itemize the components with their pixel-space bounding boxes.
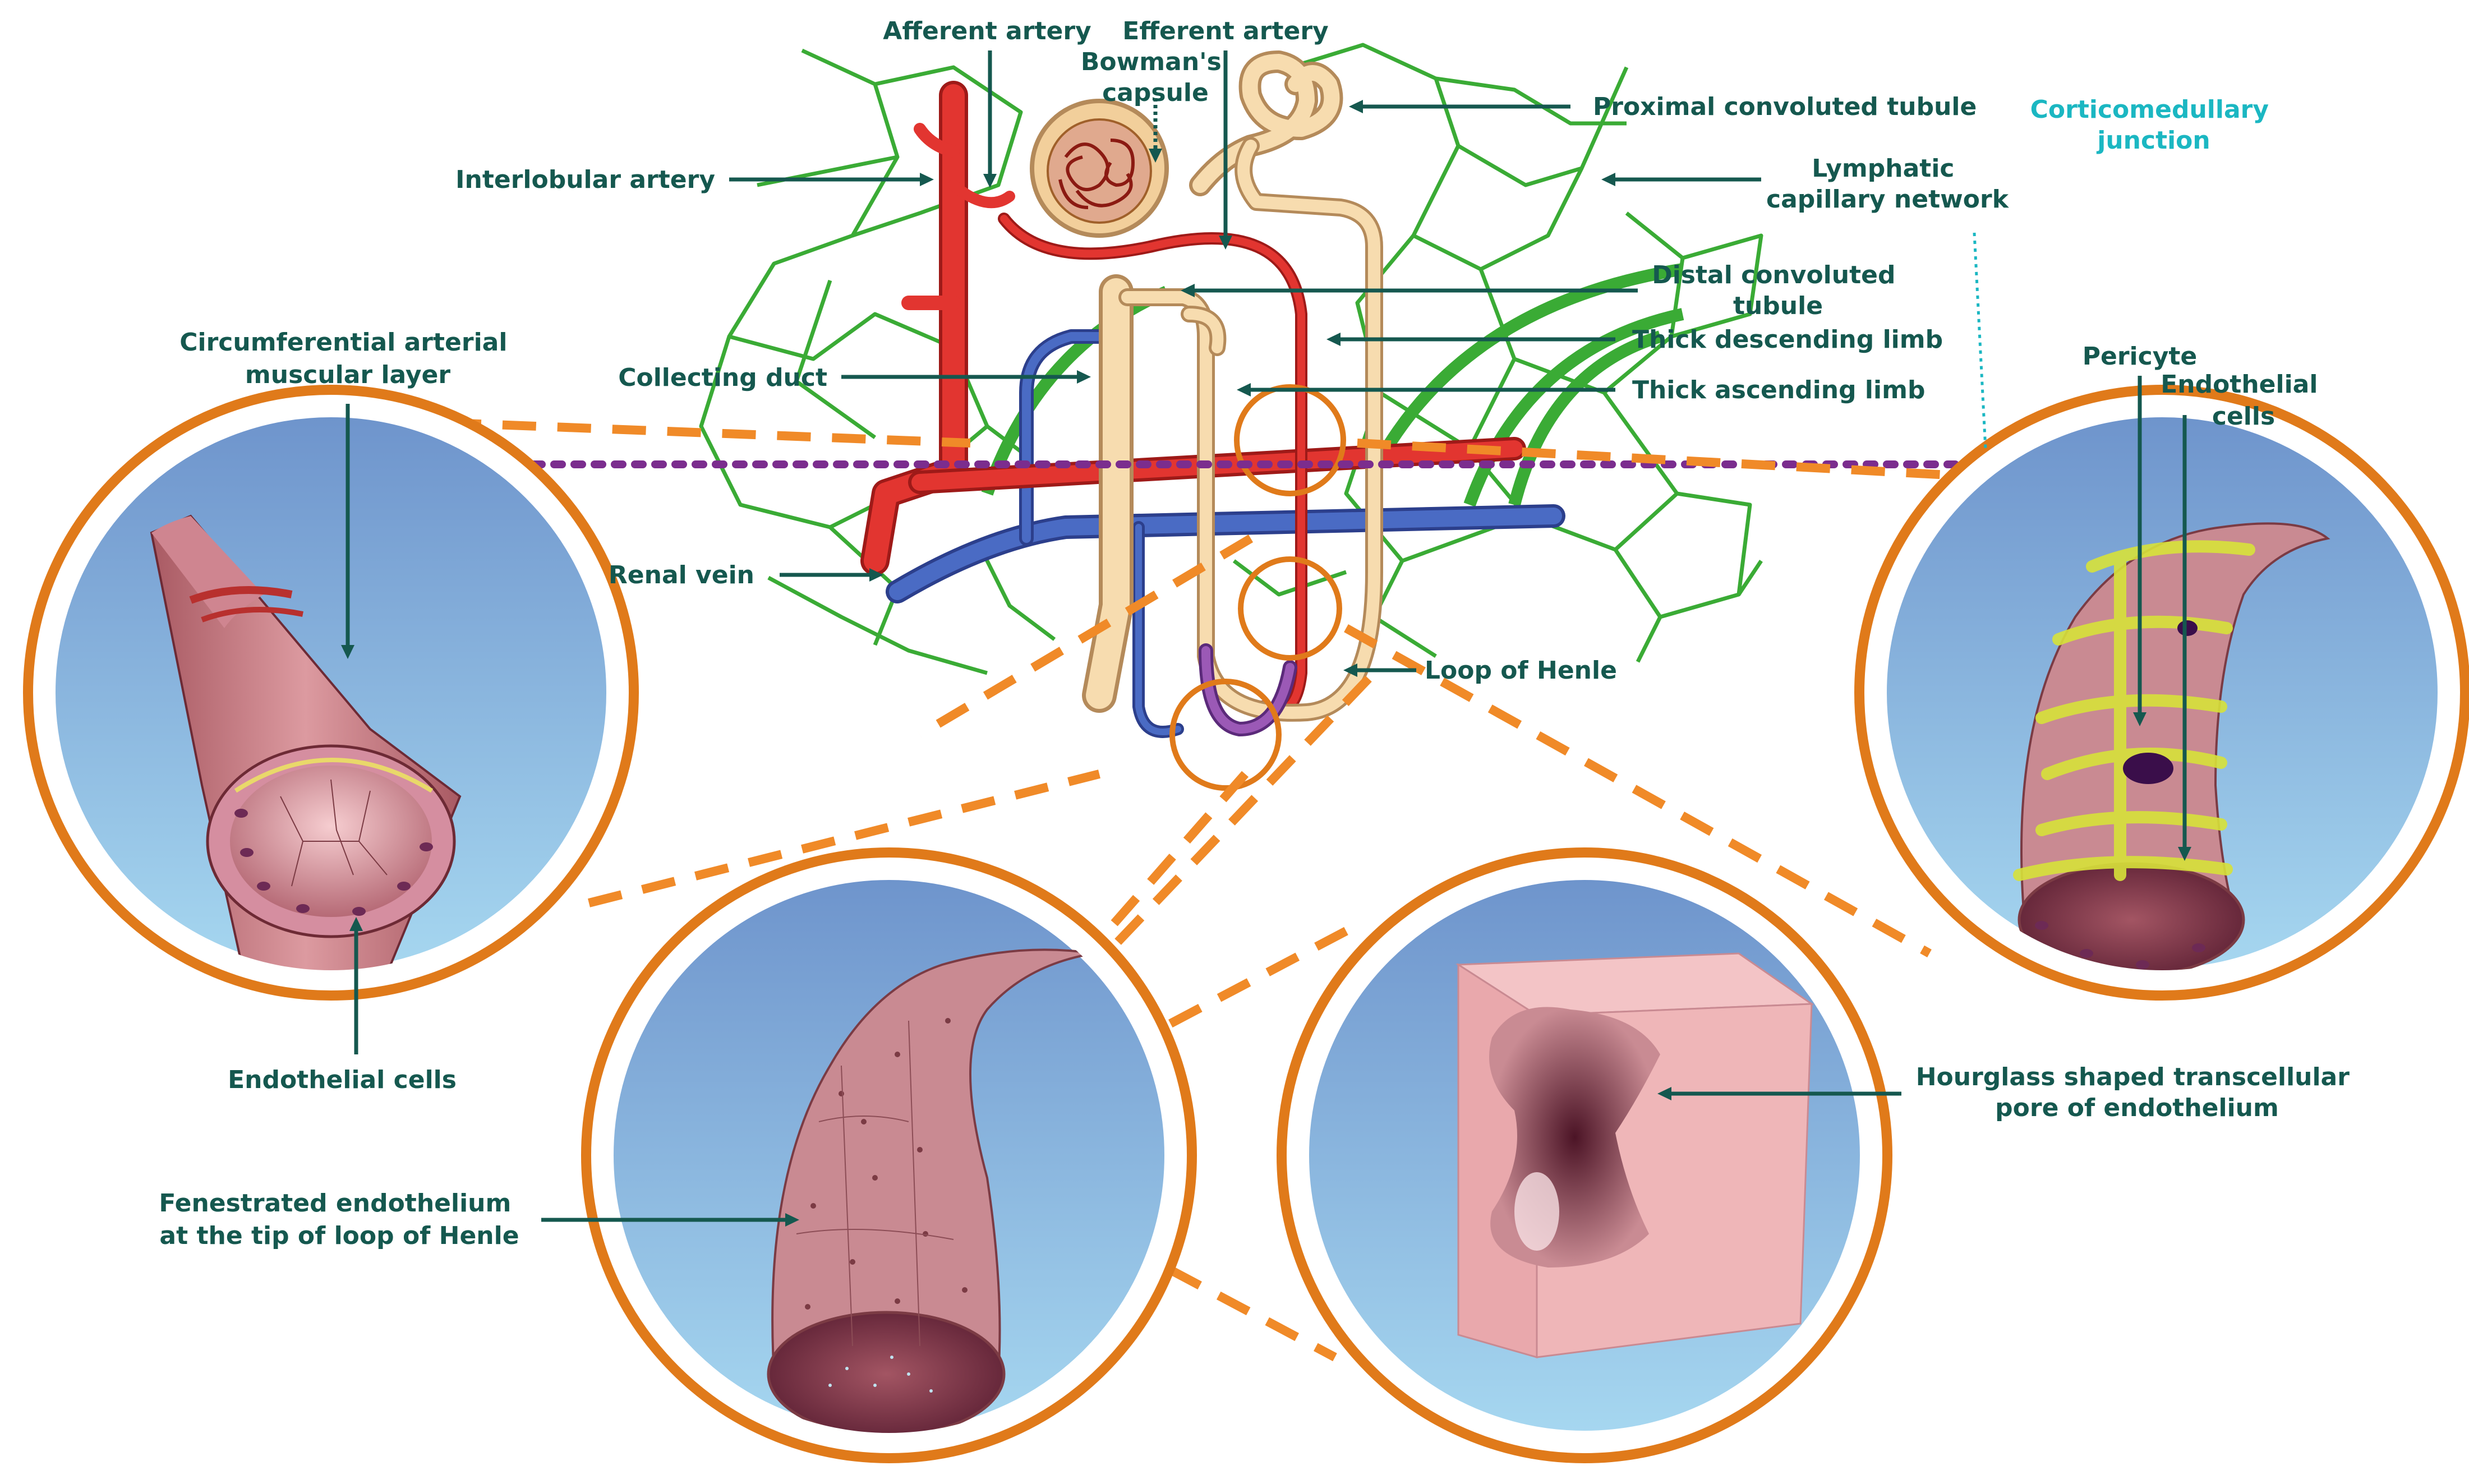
label-corticomedullary-line1: Corticomedullary [2030, 95, 2269, 124]
label-endothelial-right-line2: cells [2212, 402, 2275, 431]
inset-artery [23, 385, 639, 1001]
nephron-tubules [1082, 50, 1383, 722]
label-circumferential-line2: muscular layer [245, 361, 451, 389]
label-pericyte: Pericyte [2083, 342, 2198, 371]
label-fenestrated-line2: at the tip of loop of Henle [159, 1222, 519, 1250]
label-endothelial-right-line1: Endothelial [2161, 370, 2318, 399]
highlight-circles [1169, 384, 1346, 791]
leader-arrowheads [341, 100, 2191, 1227]
inset-hourglass-pore [1277, 847, 1892, 1463]
label-hourglass-line2: pore of endothelium [1995, 1094, 2279, 1122]
label-bowmans-capsule-line1: Bowman's [1081, 48, 1222, 76]
label-fenestrated-line1: Fenestrated endothelium [159, 1189, 511, 1218]
label-hourglass-line1: Hourglass shaped transcellular [1916, 1063, 2350, 1091]
label-distal-convoluted-tubule: Distal convoluted tubule [1652, 261, 1904, 320]
label-endothelial-cells-left: Endothelial cells [228, 1066, 457, 1094]
label-corticomedullary-line2: junction [2096, 126, 2210, 155]
loop-of-henle-shape [1199, 643, 1297, 737]
leader-lines [346, 50, 2187, 1222]
label-renal-vein: Renal vein [609, 561, 754, 589]
label-lymphatic-line1: Lymphatic [1812, 154, 1954, 183]
label-proximal-convoluted-tubule: Proximal convoluted tubule [1593, 93, 1977, 121]
label-distal-line1: Distal convoluted [1652, 261, 1895, 289]
label-thick-ascending-limb: Thick ascending limb [1632, 376, 1925, 404]
label-interlobular-artery: Interlobular artery [455, 165, 715, 194]
inset-pericyte [1854, 385, 2469, 1001]
label-bowmans-capsule: Bowman's capsule [1081, 48, 1230, 107]
label-corticomedullary-junction: Corticomedullary junction [2030, 95, 2278, 155]
bowmans-capsule-shape [1030, 99, 1169, 238]
label-lymphatic-capillary-network: Lymphatic capillary network [1766, 154, 2010, 214]
label-afferent-artery: Afferent artery [883, 17, 1091, 45]
label-distal-line2: tubule [1733, 292, 1823, 320]
label-circumferential-line1: Circumferential arterial [179, 328, 507, 357]
label-collecting-duct: Collecting duct [618, 363, 827, 392]
inset-fenestrated [581, 847, 1197, 1463]
label-lymphatic-line2: capillary network [1766, 185, 2010, 214]
label-fenestrated-endothelium: Fenestrated endothelium at the tip of lo… [159, 1189, 519, 1250]
label-endothelial-cells-right: Endothelial cells [2161, 370, 2327, 431]
label-efferent-artery: Efferent artery [1122, 17, 1328, 45]
label-thick-descending-limb: Thick descending limb [1632, 325, 1943, 354]
label-circumferential-muscular-layer: Circumferential arterial muscular layer [179, 328, 516, 389]
labels: Afferent artery Efferent artery Bowman's… [159, 17, 2359, 1250]
renal-vein-shape [886, 329, 1565, 738]
label-hourglass-pore: Hourglass shaped transcellular pore of e… [1916, 1063, 2359, 1122]
label-loop-of-henle: Loop of Henle [1425, 656, 1617, 685]
label-bowmans-capsule-line2: capsule [1102, 79, 1209, 107]
